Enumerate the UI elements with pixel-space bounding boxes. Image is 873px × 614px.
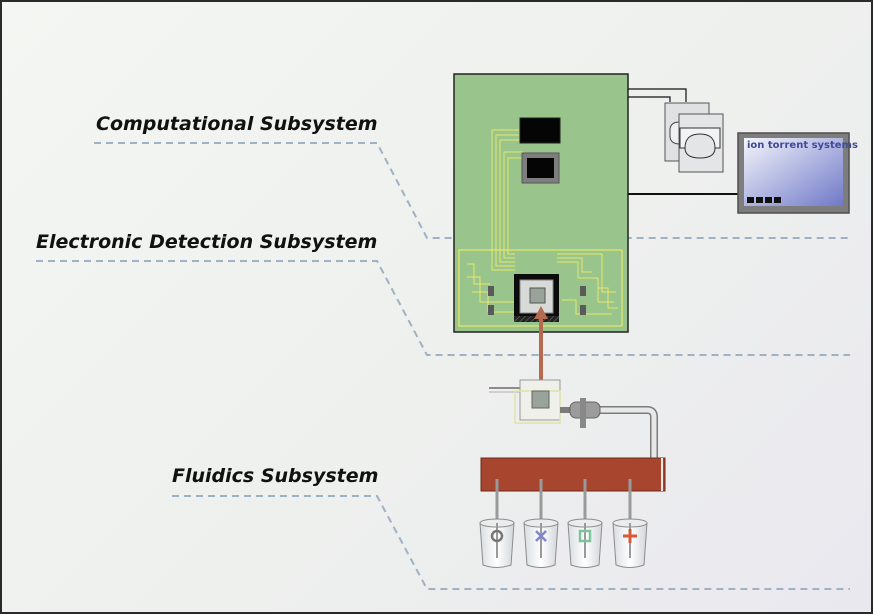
fluidics-guide-line [172, 495, 850, 590]
signal-arrow [534, 306, 548, 387]
electronic-detection-subsystem-label: Electronic Detection Subsystem [36, 231, 378, 253]
circuit-board-icon [453, 73, 629, 333]
computational-guide-line [94, 142, 850, 239]
reagent-bottle-icon [479, 518, 648, 568]
reagent-circle-symbol [490, 529, 504, 543]
reagent-square-symbol [578, 529, 592, 543]
monitor-brand-text: ion torrent systems [747, 140, 858, 151]
server-icon [628, 88, 739, 195]
reagent-x-symbol [535, 530, 547, 542]
fluidics-subsystem-label: Fluidics Subsystem [172, 465, 379, 487]
electronic-guide-line [36, 260, 850, 356]
manifold-icon [480, 457, 666, 492]
sensor-chip-icon [514, 274, 559, 322]
computational-subsystem-label: Computational Subsystem [96, 113, 378, 135]
valve-icon [560, 398, 658, 458]
reagent-plus-symbol [623, 529, 637, 543]
flow-cell-icon [489, 379, 561, 424]
monitor-icon [737, 132, 850, 214]
